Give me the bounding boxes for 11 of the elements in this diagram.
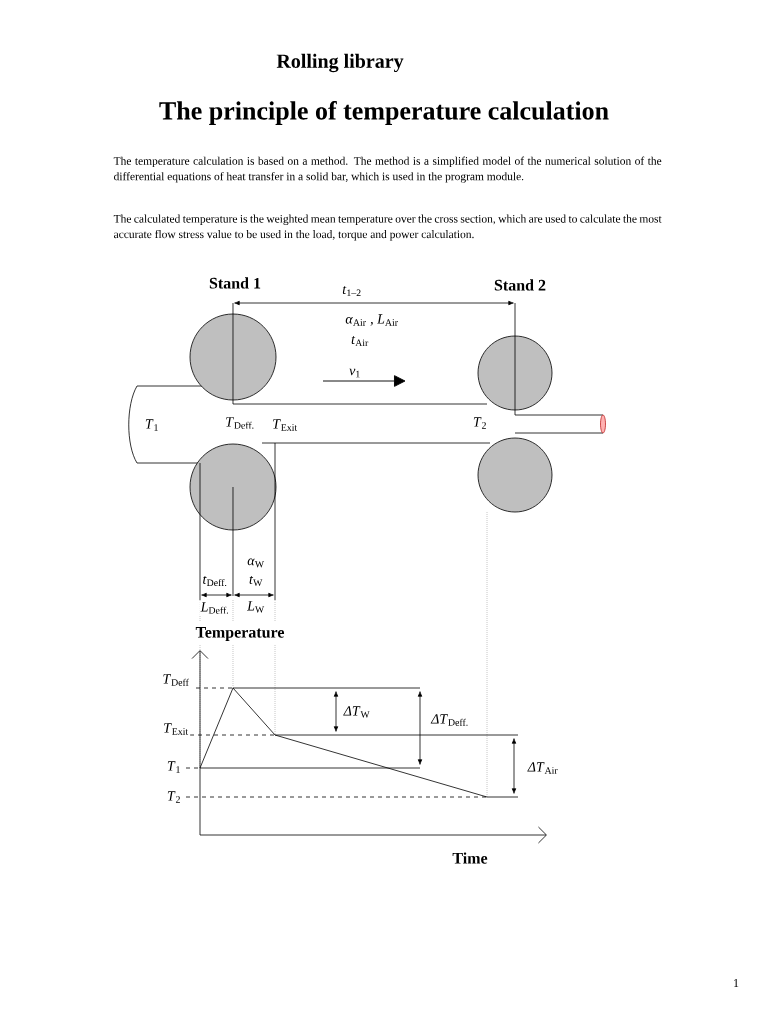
- symbol-label: α$_{W}$: [245, 557, 267, 569]
- paragraph: The calculated temperature is the weighted mean temperature over the cross section, which are used to calculate the most accurate flow stress value to be used in the load, torque and power calculation.: [113, 214, 662, 241]
- page-number: 1: [734, 979, 739, 987]
- heading: Rolling library: [276, 53, 404, 73]
- symbol-label: v$_{1}$: [347, 367, 363, 379]
- title: The principle of temperature calculation: [159, 101, 609, 125]
- stand-label: Stand 1: [209, 277, 261, 289]
- paragraph: The temperature calculation is based on a method. The method is a simplified model of the numerical solution of the differential equations of heat transfer in a solid bar, which is used in the program module.: [113, 156, 662, 183]
- axis-label: Temperature: [195, 627, 285, 641]
- axis-label: Time: [452, 852, 488, 864]
- stand-label: Stand 2: [494, 279, 546, 291]
